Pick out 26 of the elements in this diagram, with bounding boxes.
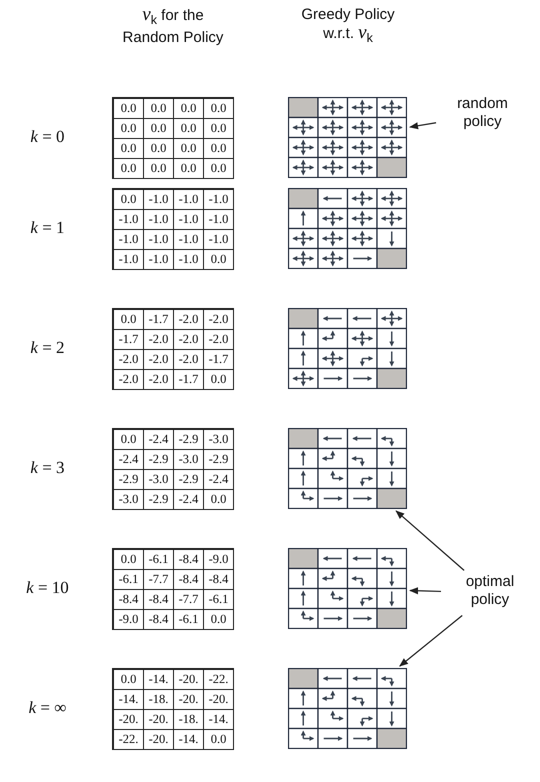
iteration-label: k = 2 bbox=[29, 338, 66, 358]
table-cell: 0.0 bbox=[113, 309, 144, 330]
table-cell: 0.0 bbox=[113, 429, 144, 450]
table-cell: 0.0 bbox=[113, 189, 144, 210]
table-cell: 0.0 bbox=[113, 669, 144, 690]
policy-grid-drawing bbox=[288, 188, 407, 269]
policy-grid-drawing bbox=[288, 668, 407, 749]
column-header: Greedy Policy w.r.t. v$_{k}$ bbox=[300, 6, 396, 47]
column-header: v$_{k}$ for the Random Policy bbox=[122, 6, 224, 47]
policy-grid-drawing bbox=[288, 548, 407, 629]
iteration-label: k = ∞ bbox=[28, 698, 68, 718]
table-cell: 0.0 bbox=[113, 549, 144, 570]
arrow bbox=[395, 510, 464, 571]
iteration-label: k = 1 bbox=[29, 218, 66, 238]
arrow bbox=[399, 615, 463, 667]
policy-grid-drawing bbox=[288, 428, 407, 509]
policy-grid-drawing bbox=[288, 97, 407, 178]
table-cell: 0.0 bbox=[113, 98, 144, 119]
callout-text: optimal policy bbox=[445, 573, 535, 613]
iteration-label: k = 3 bbox=[29, 458, 66, 478]
arrow bbox=[409, 122, 436, 130]
arrow bbox=[409, 587, 442, 594]
iteration-label: k = 0 bbox=[29, 127, 66, 147]
policy-grid-drawing bbox=[288, 308, 407, 389]
iteration-label: k = 10 bbox=[25, 578, 70, 598]
callout-text: random policy bbox=[440, 95, 525, 135]
